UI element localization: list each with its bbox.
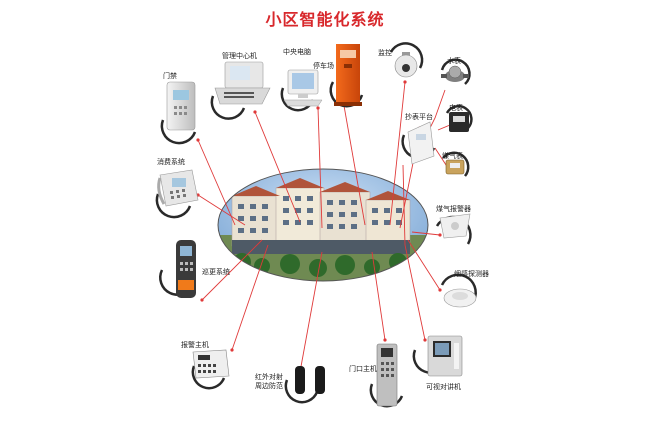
door-access-device-icon bbox=[166, 81, 196, 131]
surveillance-camera-icon bbox=[394, 52, 418, 78]
ring-electric-meter bbox=[445, 104, 473, 129]
line-video-intercom bbox=[402, 164, 426, 341]
ring-management-center bbox=[210, 95, 246, 120]
electric-meter-icon bbox=[449, 112, 469, 132]
residential-complex-illustration bbox=[217, 168, 429, 282]
label-ir-perimeter-line1: 红外对射 bbox=[255, 373, 283, 381]
label-parking: 停车场 bbox=[313, 62, 334, 70]
infrared-beam-detector-icon bbox=[295, 366, 325, 394]
water-meter-icon bbox=[441, 65, 469, 82]
line-door-host bbox=[371, 251, 386, 341]
line-parking bbox=[342, 99, 366, 226]
smoke-detector-icon bbox=[443, 288, 477, 308]
label-ir-perimeter-line2: 周边防范 bbox=[255, 382, 283, 390]
parking-barrier-device-icon bbox=[334, 44, 362, 106]
line-water-meter bbox=[429, 89, 446, 129]
label-gas-alarm: 煤气报警器 bbox=[436, 205, 471, 213]
label-electric-meter: 电表 bbox=[449, 104, 463, 112]
door-host-device-icon bbox=[376, 343, 398, 407]
ring-ir-perimeter bbox=[284, 379, 319, 404]
management-center-device-icon bbox=[214, 61, 271, 105]
line-consumption bbox=[197, 194, 246, 226]
alarm-host-device-icon bbox=[192, 349, 230, 379]
label-door-host: 门口主机 bbox=[349, 365, 377, 373]
consumption-system-device-icon bbox=[157, 169, 199, 207]
ring-water-meter bbox=[440, 58, 471, 85]
line-smoke-detector bbox=[407, 239, 441, 291]
label-alarm-host: 报警主机 bbox=[181, 341, 209, 349]
ring-consumption bbox=[155, 193, 192, 219]
ring-alarm-host bbox=[191, 365, 226, 390]
ring-smoke-detector bbox=[440, 273, 477, 301]
label-management-center: 管理中心机 bbox=[222, 52, 257, 60]
label-door-access: 门禁 bbox=[163, 72, 177, 80]
page-title: 小区智能化系统 bbox=[265, 10, 385, 29]
patrol-device-icon bbox=[176, 240, 196, 298]
video-intercom-device-icon bbox=[427, 335, 463, 377]
label-gas-meter: 煤气表 bbox=[442, 152, 463, 160]
label-consumption-system: 消费系统 bbox=[157, 158, 185, 166]
line-electric-meter bbox=[437, 124, 451, 131]
label-patrol-system: 巡更系统 bbox=[202, 268, 230, 276]
central-computer-device-icon bbox=[283, 69, 323, 107]
line-patrol bbox=[201, 239, 263, 301]
label-monitoring: 监控 bbox=[378, 49, 392, 57]
label-meter-platform: 抄表平台 bbox=[405, 113, 433, 121]
line-monitoring bbox=[389, 81, 406, 226]
label-water-meter: 水表 bbox=[447, 57, 461, 65]
line-ir-perimeter bbox=[299, 251, 323, 373]
ring-monitoring bbox=[389, 42, 424, 69]
line-management-center bbox=[254, 111, 301, 223]
gas-meter-icon bbox=[445, 159, 465, 175]
label-central-computer: 中央电脑 bbox=[283, 48, 311, 56]
label-smoke-detector: 烟感探测器 bbox=[454, 270, 489, 278]
line-central-computer bbox=[317, 107, 323, 229]
line-door-access bbox=[197, 139, 236, 226]
line-alarm-host bbox=[231, 244, 269, 351]
ring-door-access bbox=[160, 119, 197, 145]
label-video-intercom: 可视对讲机 bbox=[426, 383, 461, 391]
meter-reading-platform-icon bbox=[407, 121, 435, 165]
ring-gas-meter bbox=[442, 151, 470, 177]
gas-alarm-device-icon bbox=[439, 213, 471, 239]
line-gas-alarm bbox=[411, 231, 441, 236]
